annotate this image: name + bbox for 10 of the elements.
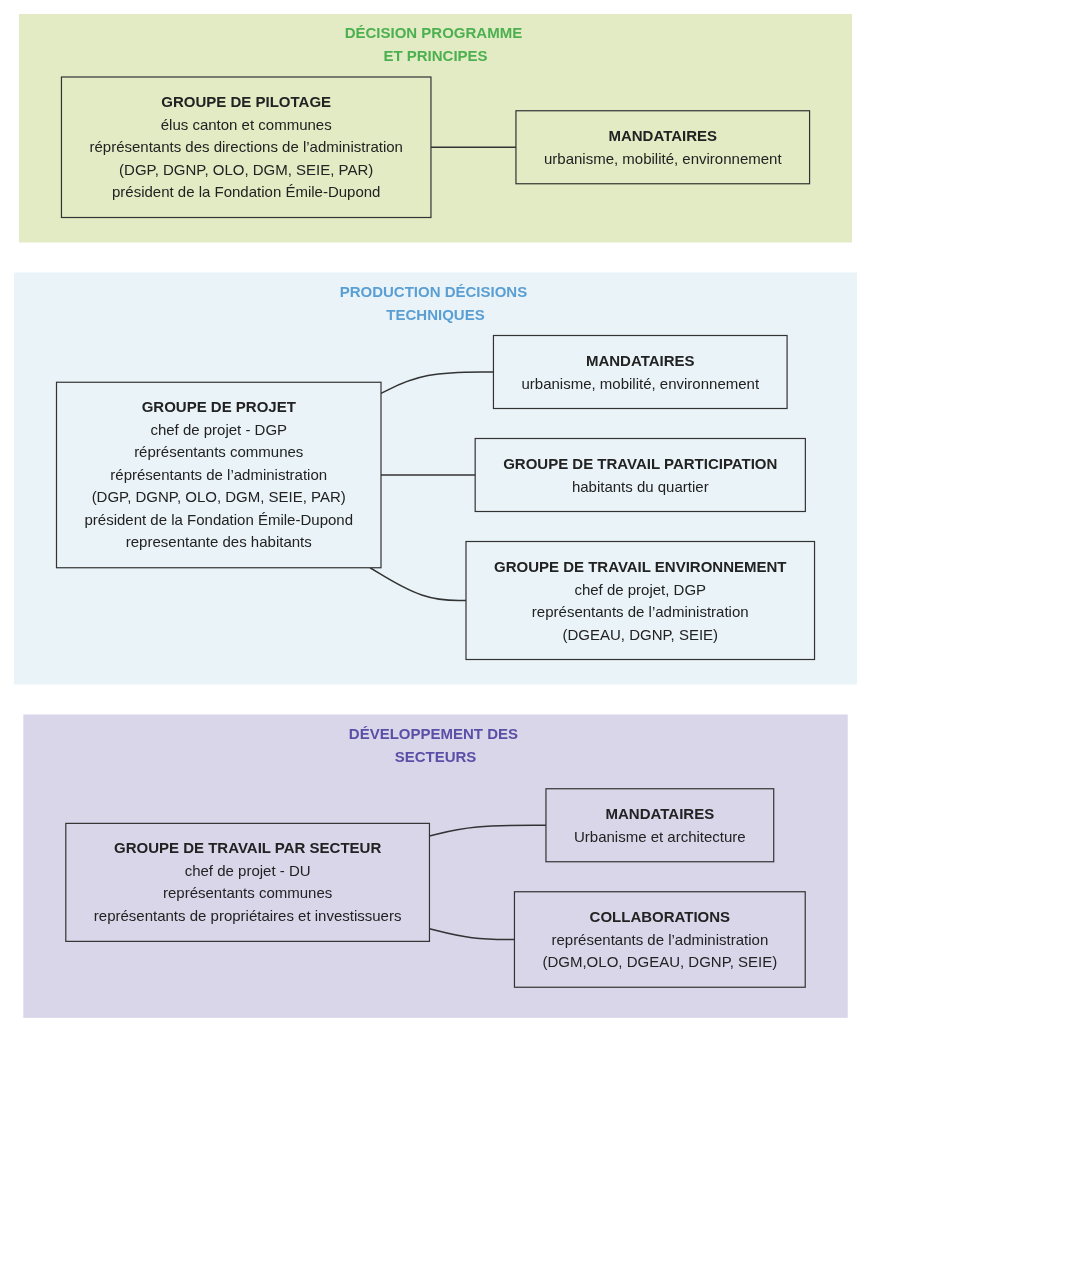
node-box: MANDATAIRES Urbanisme et architecture <box>545 788 775 863</box>
node-box: GROUPE DE PROJET chef de projet - DGP réprésentants communes réprésentants de l’administration (DGP, DGNP, OLO, DGM, SEIE, PAR) président de la Fondation Émile-Dupond representante des habitants <box>55 381 382 569</box>
node-box: COLLABORATIONS représentants de l’administration (DGM,OLO, DGEAU, DGNP, SEIE) <box>513 891 806 988</box>
node-box: GROUPE DE TRAVAIL ENVIRONNEMENT chef de projet, DGP représentants de l’administration (DGEAU, DGNP, SEIE) <box>465 540 816 661</box>
node-box: MANDATAIRES urbanisme, mobilité, environnement <box>492 334 788 410</box>
node-box: MANDATAIRES urbanisme, mobilité, environnement <box>515 110 811 185</box>
node-box: GROUPE DE TRAVAIL PAR SECTEUR chef de projet - DU représentants communes représentants de propriétaires et investissuers <box>65 822 431 942</box>
node-box: GROUPE DE TRAVAIL PARTICIPATION habitants du quartier <box>474 437 806 513</box>
node-box: GROUPE DE PILOTAGE élus canton et communes réprésentants des directions de l’administration (DGP, DGNP, OLO, DGM, SEIE, PAR) président de la Fondation Émile-Dupond <box>60 76 432 219</box>
connector <box>369 567 467 602</box>
